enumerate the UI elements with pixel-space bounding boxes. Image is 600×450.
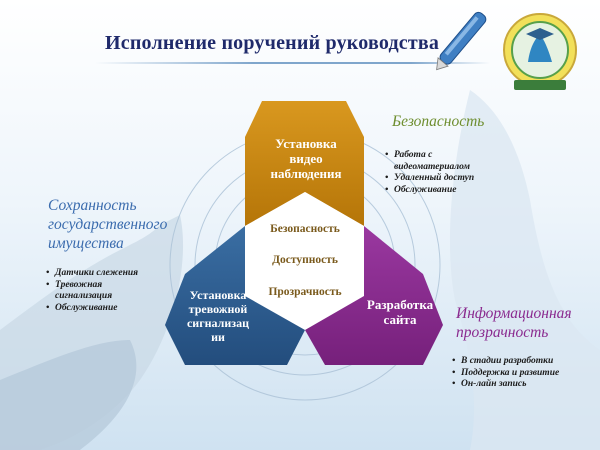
bg-rock-shadow — [0, 340, 137, 450]
title-underline — [95, 62, 490, 64]
list-item: Поддержка и развитие — [452, 368, 559, 380]
center-word-transparency: Прозрачность — [268, 286, 342, 298]
segment-top — [245, 101, 364, 226]
list-item: Обслуживание — [46, 303, 138, 315]
list-item: Удаленный доступ — [385, 173, 474, 185]
list-item: Датчики слежения — [46, 268, 138, 280]
center-word-accessibility: Доступность — [272, 254, 338, 266]
heading-security: Безопасность — [392, 113, 485, 130]
pen-icon — [436, 11, 487, 71]
list-transparency: В стадии разработки Поддержка и развитие… — [452, 356, 559, 391]
page-title: Исполнение поручений руководства — [105, 32, 440, 54]
center-hexagon — [245, 192, 364, 330]
list-item: В стадии разработки — [452, 356, 559, 368]
list-item: Он-лайн запись — [452, 379, 559, 391]
list-item: Обслуживание — [385, 185, 474, 197]
emblem-logo-icon — [503, 13, 577, 90]
center-word-security: Безопасность — [270, 223, 340, 235]
